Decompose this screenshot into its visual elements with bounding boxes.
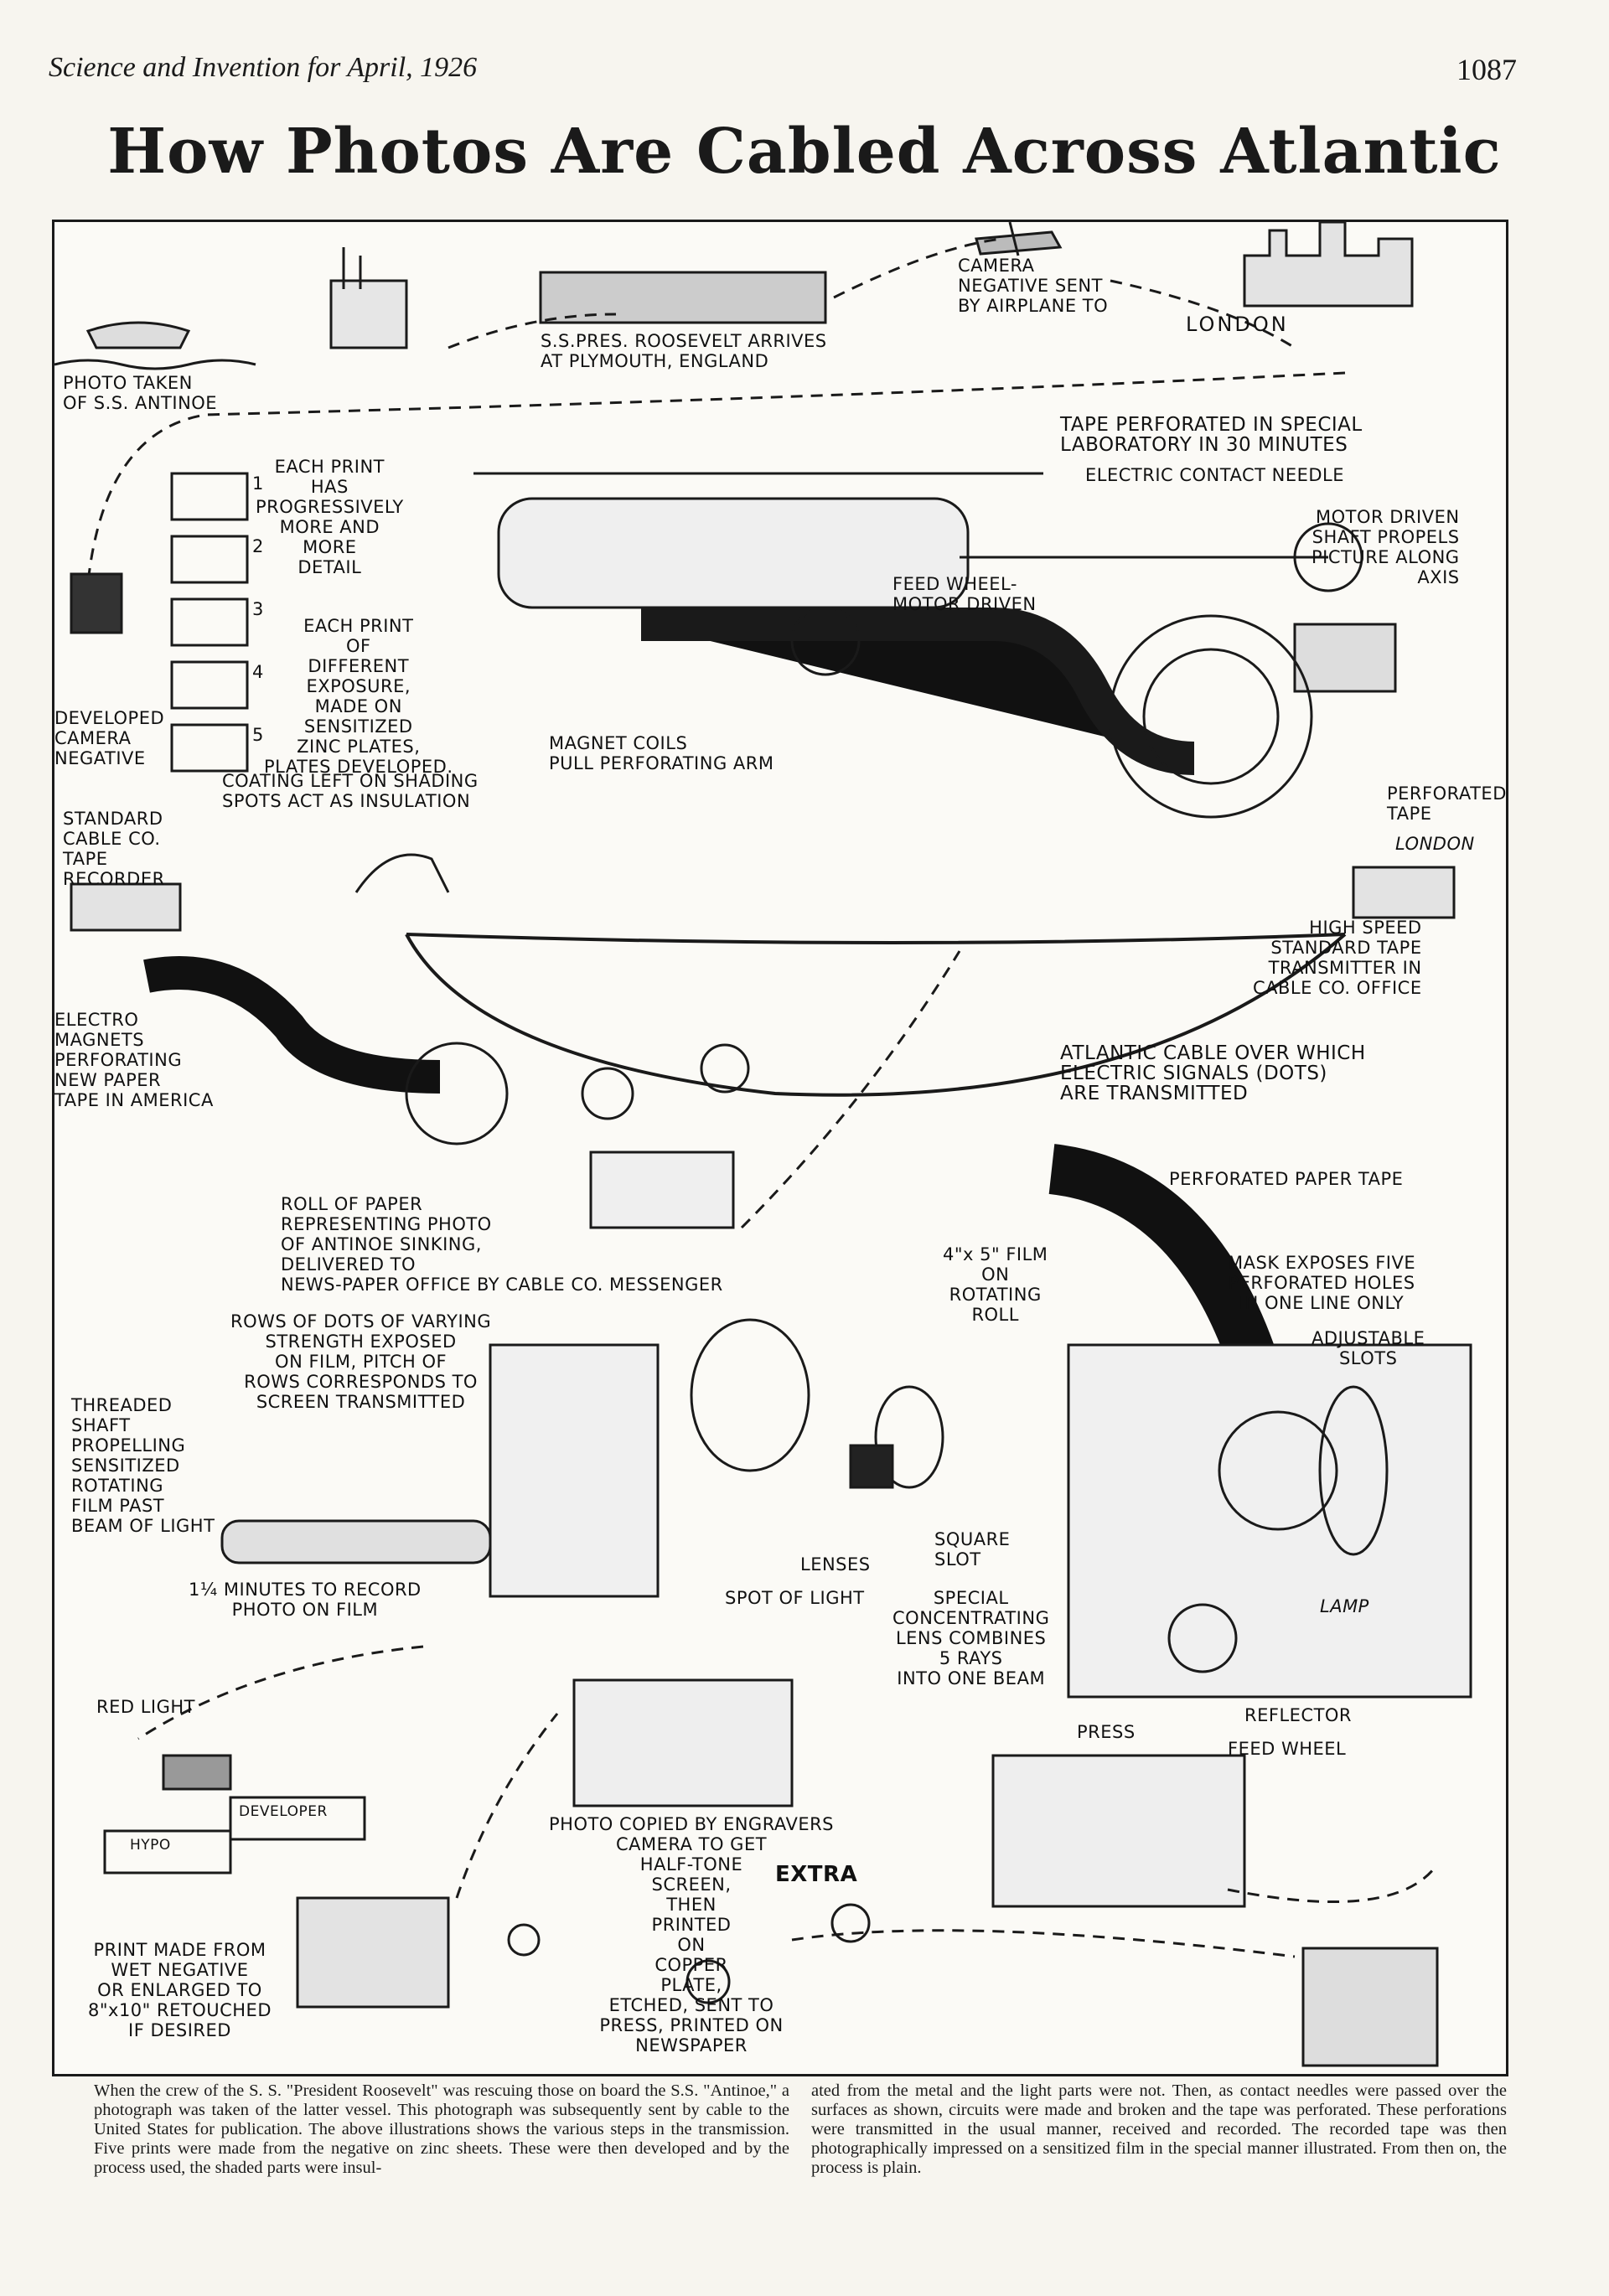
airplane <box>975 230 1063 256</box>
reflector <box>1318 1385 1389 1556</box>
label-red-light: RED LIGHT <box>96 1697 195 1717</box>
newsboy <box>686 1959 731 2004</box>
office-desk <box>589 1151 735 1229</box>
label-motor-shaft: MOTOR DRIVEN SHAFT PROPELS PICTURE ALONG… <box>1312 507 1460 587</box>
illustration-drawing <box>54 222 1472 2067</box>
label-atlantic-cable: ATLANTIC CABLE OVER WHICH ELECTRIC SIGNA… <box>1060 1042 1366 1104</box>
label-ss-roosevelt: S.S.PRES. ROOSEVELT ARRIVES AT PLYMOUTH,… <box>541 331 827 371</box>
caption-left: When the crew of the S. S. "President Ro… <box>94 2081 789 2177</box>
label-perforated-paper-tape: PERFORATED PAPER TAPE <box>1169 1169 1404 1189</box>
label-standard-cable: STANDARD CABLE CO. TAPE RECORDER <box>63 809 165 889</box>
label-lamp: LAMP <box>1320 1596 1369 1616</box>
feed-wheel-top <box>790 606 861 676</box>
motor <box>1293 623 1397 693</box>
label-threaded-shaft: THREADED SHAFT PROPELLING SENSITIZED ROT… <box>71 1395 215 1536</box>
lamp-copy <box>507 1923 541 1957</box>
lens <box>874 1385 944 1489</box>
page-header: Science and Invention for April, 1926 10… <box>49 52 1517 102</box>
tape-recorder <box>70 882 182 932</box>
feed-wheel-bottom <box>1167 1603 1238 1673</box>
process-illustration: CAMERA NEGATIVE SENT BY AIRPLANE TO LOND… <box>52 220 1508 2076</box>
steamer-roosevelt <box>539 271 827 324</box>
label-minutes-record: 1¼ MINUTES TO RECORD PHOTO ON FILM <box>189 1580 422 1620</box>
print-number-5: 5 <box>252 725 264 745</box>
label-london-top: LONDON <box>1186 313 1289 336</box>
london-skyline <box>1243 222 1414 308</box>
label-photo-taken: PHOTO TAKEN OF S.S. ANTINOE <box>63 373 218 413</box>
office-clerk <box>581 1067 634 1120</box>
threaded-shaft <box>220 1519 492 1564</box>
label-square-slot: SQUARE SLOT <box>934 1529 1011 1569</box>
print-number-4: 4 <box>252 662 264 682</box>
label-each-print: EACH PRINT HAS PROGRESSIVELY MORE AND MO… <box>256 457 404 577</box>
rotating-film-roll <box>690 1318 810 1472</box>
messenger <box>700 1043 750 1094</box>
atlantic-cable <box>405 933 1347 1097</box>
print-number-3: 3 <box>252 599 264 619</box>
red-light <box>162 1754 232 1791</box>
caption-right: ated from the metal and the light parts … <box>811 2081 1507 2177</box>
label-lenses: LENSES <box>800 1554 871 1575</box>
hypo-tray <box>103 1829 232 1875</box>
print-number-1: 1 <box>252 473 264 494</box>
label-high-speed: HIGH SPEED STANDARD TAPE TRANSMITTER IN … <box>1253 918 1422 998</box>
label-tape-perforated: TAPE PERFORATED IN SPECIAL LABORATORY IN… <box>1060 414 1363 456</box>
label-special-lens: SPECIAL CONCENTRATING LENS COMBINES 5 RA… <box>892 1588 1050 1688</box>
lamp-bulb <box>1218 1410 1338 1531</box>
london-office <box>1352 866 1456 919</box>
label-coating-left: COATING LEFT ON SHADING SPOTS ACT AS INS… <box>222 771 479 811</box>
label-press: PRESS <box>1077 1722 1136 1742</box>
article-title: How Photos Are Cabled Across Atlantic <box>107 116 1502 188</box>
label-london-right: LONDON <box>1395 834 1475 854</box>
label-hypo: HYPO <box>130 1837 171 1854</box>
lamp-box <box>1067 1343 1472 1699</box>
label-spot-of-light: SPOT OF LIGHT <box>725 1588 865 1608</box>
ship-antinoe <box>85 321 191 349</box>
label-perforated-tape: PERFORATED TAPE <box>1387 783 1507 824</box>
label-contact-needle: ELECTRIC CONTACT NEEDLE <box>1085 465 1344 485</box>
engraver-camera <box>572 1678 794 1807</box>
america-tape <box>143 956 441 1094</box>
square-slot-box <box>849 1444 894 1489</box>
label-developer: DEVELOPER <box>239 1803 328 1820</box>
label-reflector: REFLECTOR <box>1244 1705 1353 1725</box>
label-roll-of-paper: ROLL OF PAPER REPRESENTING PHOTO OF ANTI… <box>281 1194 723 1295</box>
developer-tray <box>229 1796 366 1841</box>
label-photo-copied: PHOTO COPIED BY ENGRAVERS CAMERA TO GET … <box>549 1814 835 2056</box>
label-developed-negative: DEVELOPED CAMERA NEGATIVE <box>54 708 165 768</box>
wet-print <box>296 1896 450 2009</box>
printing-press <box>991 1754 1246 1908</box>
label-film-4x5: 4"x 5" FILM ON ROTATING ROLL <box>943 1244 1048 1325</box>
label-mask-exposes: MASK EXPOSES FIVE PERFORATED HOLES IN ON… <box>1228 1253 1416 1313</box>
fireplace <box>1301 1947 1439 2067</box>
factory <box>329 279 408 349</box>
gentleman <box>830 1903 871 1943</box>
label-feed-wheel-motor: FEED WHEEL- MOTOR DRIVEN <box>892 574 1037 614</box>
label-adjustable-slots: ADJUSTABLE SLOTS <box>1312 1328 1425 1368</box>
tape-reel <box>1109 614 1313 819</box>
motor-wheel <box>1293 522 1363 592</box>
running-head: Science and Invention for April, 1926 <box>49 52 478 83</box>
label-magnet-coils: MAGNET COILS PULL PERFORATING ARM <box>549 733 774 773</box>
label-extra: EXTRA <box>775 1862 858 1887</box>
zinc-prints <box>170 472 249 773</box>
label-feed-wheel: FEED WHEEL <box>1228 1739 1347 1759</box>
developed-negative <box>70 572 123 634</box>
paper-tape-arc <box>1048 1144 1286 1394</box>
film-box-left <box>489 1343 660 1598</box>
label-rows-of-dots: ROWS OF DOTS OF VARYING STRENGTH EXPOSED… <box>230 1311 492 1412</box>
ocean <box>406 933 1346 944</box>
label-print-made: PRINT MADE FROM WET NEGATIVE OR ENLARGED… <box>88 1940 272 2040</box>
label-each-print-exposure: EACH PRINT OF DIFFERENT EXPOSURE, MADE O… <box>264 616 453 777</box>
america-reel <box>405 1042 509 1145</box>
label-camera-negative: CAMERA NEGATIVE SENT BY AIRPLANE TO <box>958 256 1109 316</box>
label-electro-magnets: ELECTRO MAGNETS PERFORATING NEW PAPER TA… <box>54 1010 214 1110</box>
print-number-2: 2 <box>252 536 264 556</box>
page-number: 1087 <box>1456 53 1517 86</box>
